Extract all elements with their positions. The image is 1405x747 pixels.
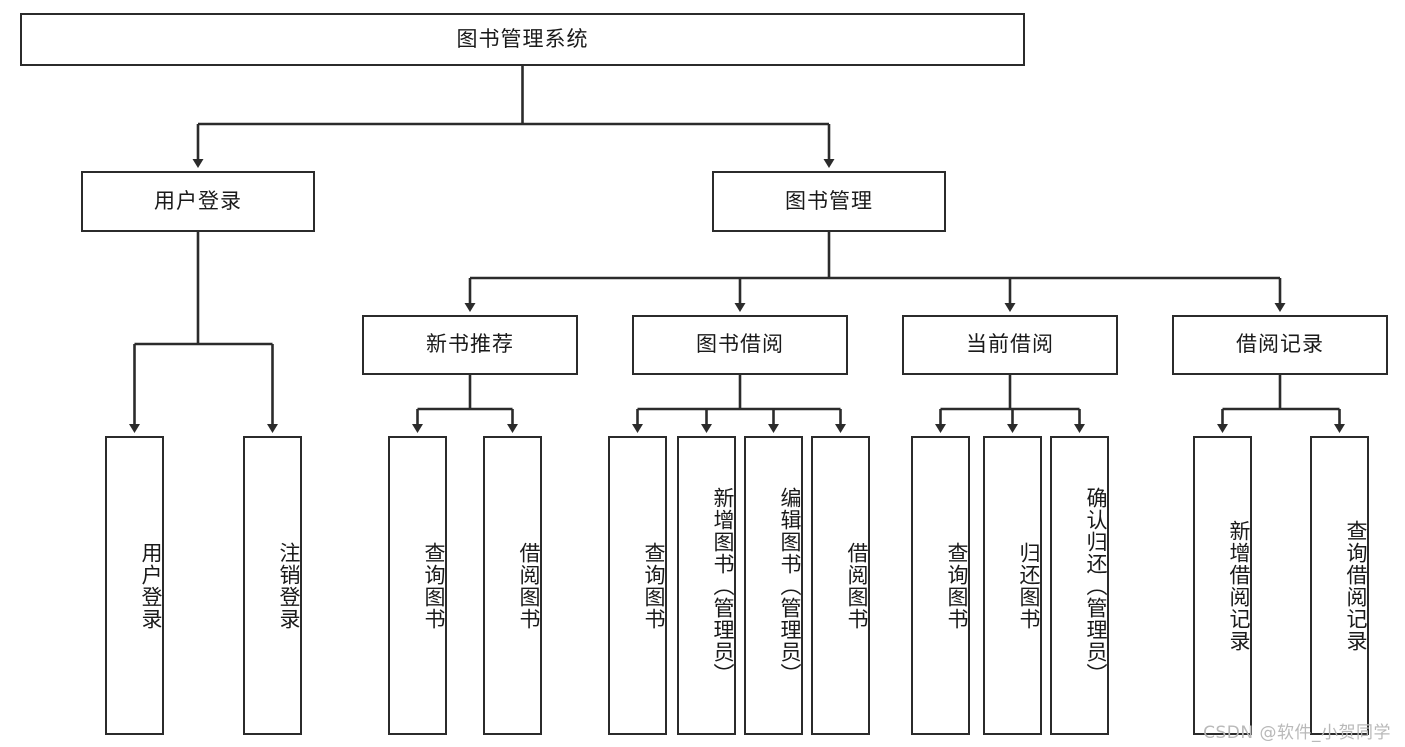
node-leaf-return-book[interactable]: 归还图书 [983,436,1042,735]
node-label: 用户登录 [154,188,242,213]
connector-edges [129,66,1345,433]
node-label: 新书推荐 [426,332,514,357]
node-leaf-add-record[interactable]: 新增借阅记录 [1193,436,1252,735]
node-label: 借阅图书 [845,541,869,630]
node-label: 确认归还（管理员） [1084,486,1108,685]
node-label: 注销登录 [277,541,301,630]
node-label: 归还图书 [1017,541,1041,630]
node-label: 图书管理系统 [456,26,589,51]
node-label: 新增图书（管理员） [711,486,735,685]
node-leaf-query-record[interactable]: 查询借阅记录 [1310,436,1369,735]
node-new-book-recommend[interactable]: 新书推荐 [362,315,578,375]
node-label: 查询图书 [945,541,969,630]
node-label: 图书管理 [785,188,873,213]
node-current-borrow[interactable]: 当前借阅 [902,315,1118,375]
node-label: 借阅图书 [517,541,541,630]
node-leaf-edit-book[interactable]: 编辑图书（管理员） [744,436,803,735]
node-leaf-query-book-cur[interactable]: 查询图书 [911,436,970,735]
node-label: 用户登录 [139,541,163,630]
node-label: 查询借阅记录 [1344,519,1368,652]
node-leaf-logout[interactable]: 注销登录 [243,436,302,735]
node-label: 查询图书 [422,541,446,630]
node-root[interactable]: 图书管理系统 [20,13,1025,66]
node-leaf-borrow-book-rec[interactable]: 借阅图书 [483,436,542,735]
node-label: 编辑图书（管理员） [778,486,802,685]
node-label: 图书借阅 [696,332,784,357]
node-leaf-add-book[interactable]: 新增图书（管理员） [677,436,736,735]
node-label: 新增借阅记录 [1227,519,1251,652]
node-book-manage[interactable]: 图书管理 [712,171,946,232]
node-book-borrow[interactable]: 图书借阅 [632,315,848,375]
node-leaf-query-book-rec[interactable]: 查询图书 [388,436,447,735]
node-leaf-user-login[interactable]: 用户登录 [105,436,164,735]
node-user-login[interactable]: 用户登录 [81,171,315,232]
node-borrow-record[interactable]: 借阅记录 [1172,315,1388,375]
node-label: 查询图书 [642,541,666,630]
node-leaf-borrow-book[interactable]: 借阅图书 [811,436,870,735]
node-label: 借阅记录 [1236,332,1324,357]
node-label: 当前借阅 [966,332,1054,357]
node-leaf-confirm-return[interactable]: 确认归还（管理员） [1050,436,1109,735]
node-leaf-query-book-borrow[interactable]: 查询图书 [608,436,667,735]
